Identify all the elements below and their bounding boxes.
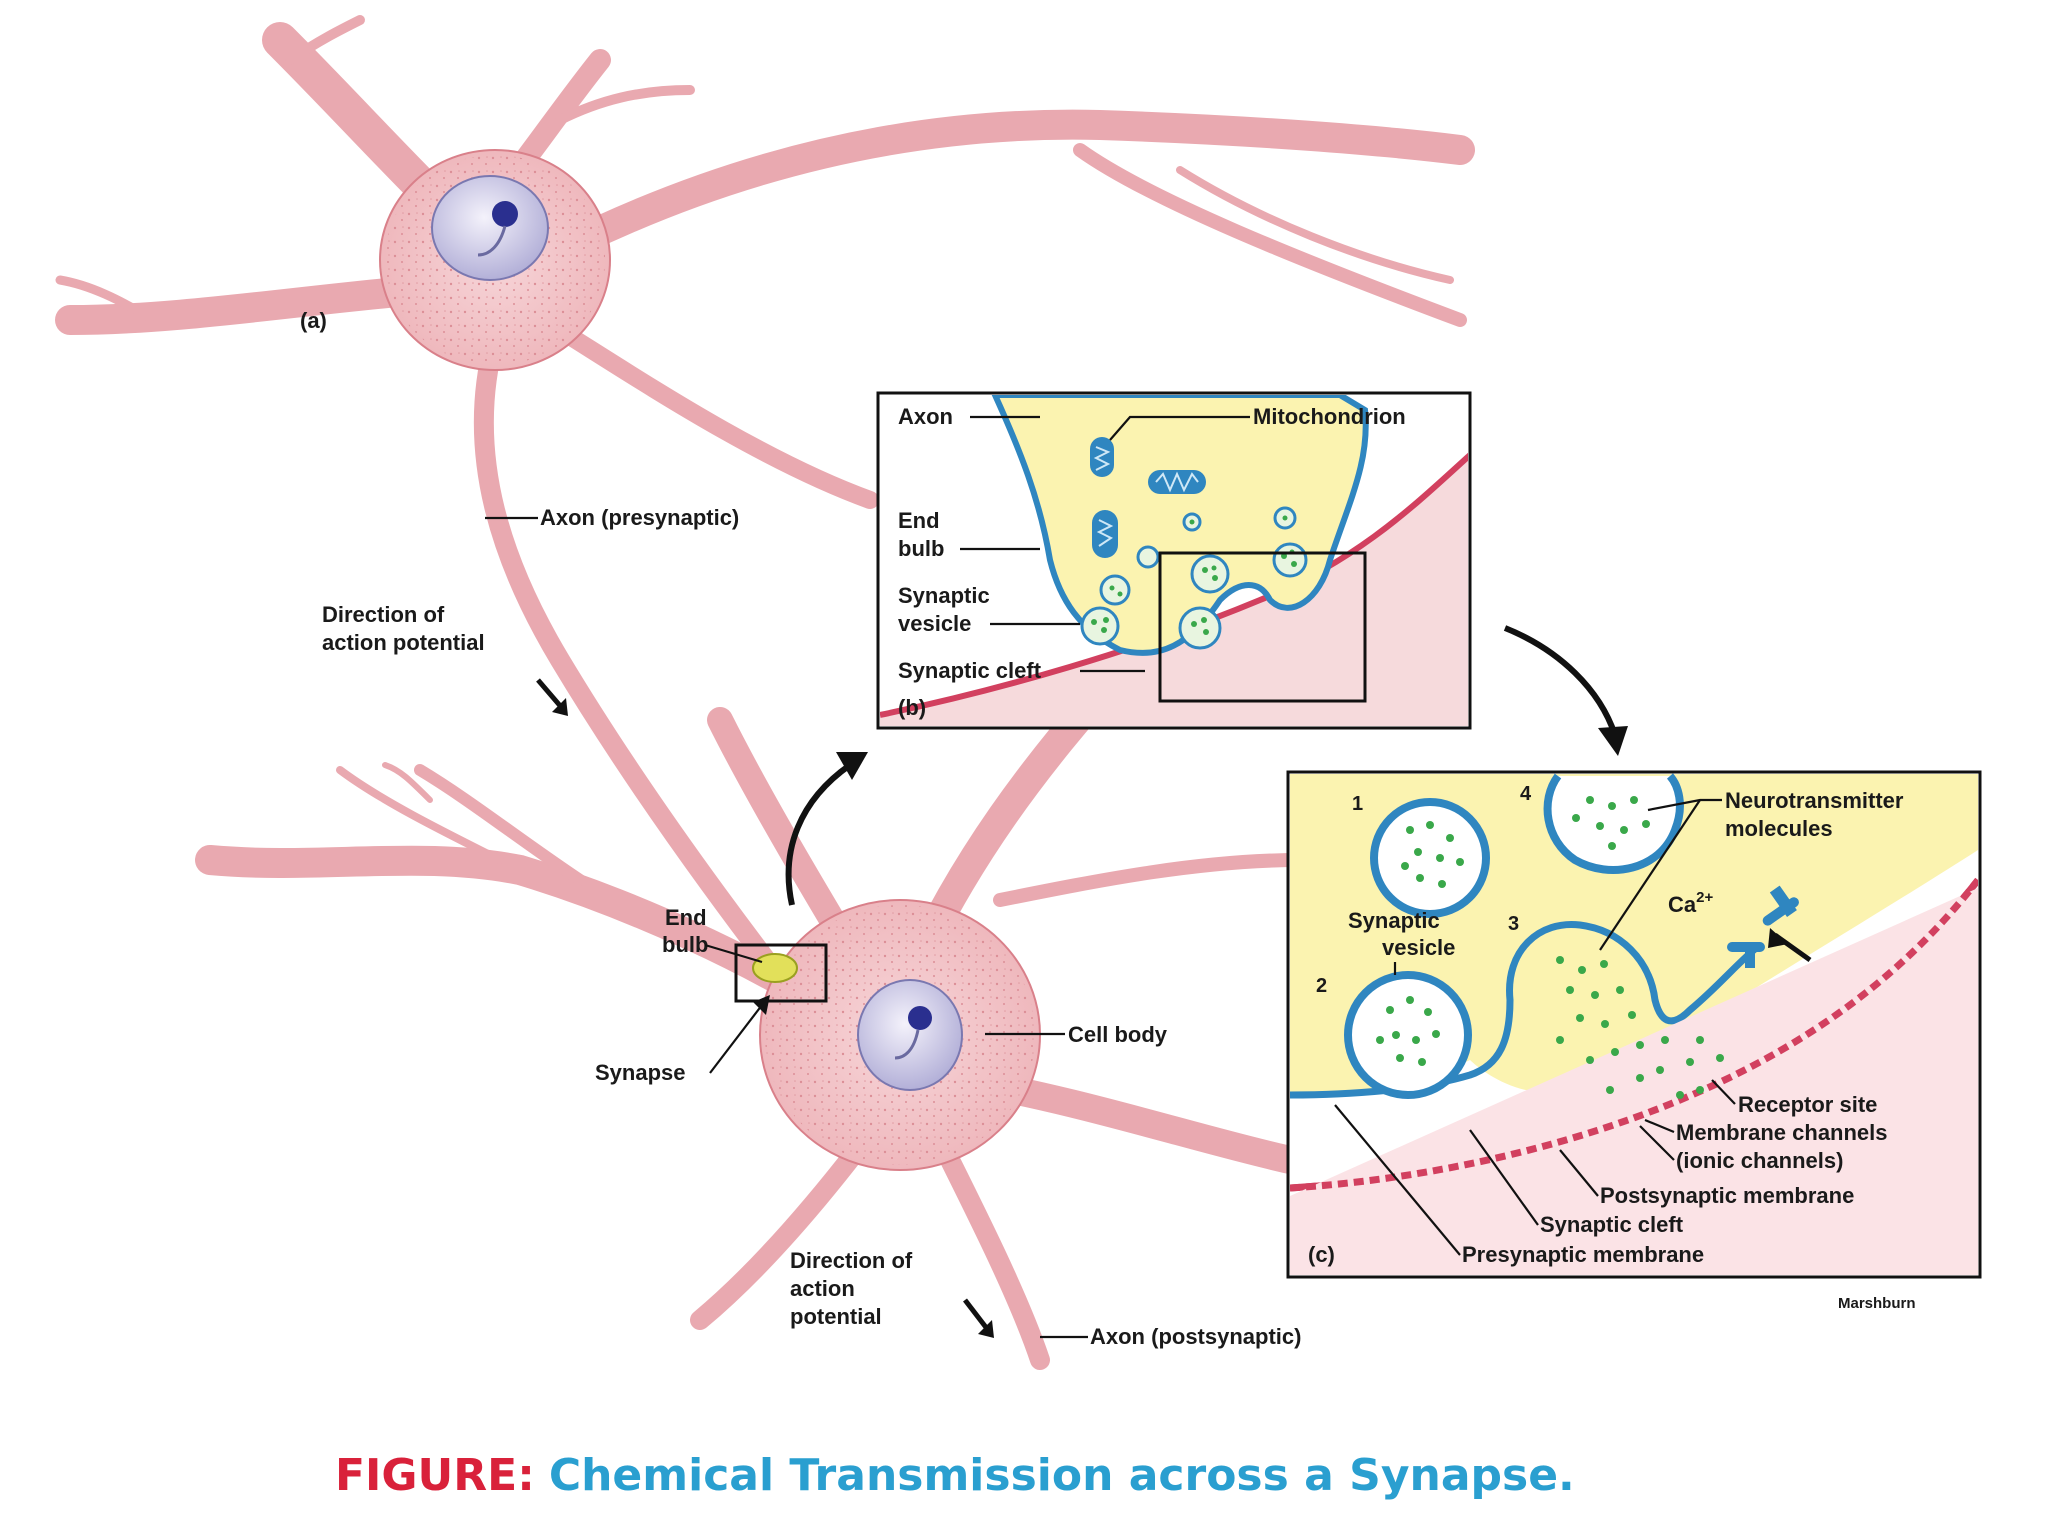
end-bulb-marker [752, 953, 798, 983]
mitochondrion-icon [1148, 470, 1206, 494]
mitochondrion-label: Mitochondrion [1253, 404, 1406, 429]
postsynaptic-membrane-label: Postsynaptic membrane [1600, 1183, 1854, 1208]
synaptic-vesicle-label-1: Synaptic [898, 583, 990, 608]
caption-prefix: FIGURE: [335, 1450, 535, 1501]
direction-top-label-1: Direction of [322, 602, 445, 627]
figure-caption: FIGURE: Chemical Transmission across a Sy… [335, 1450, 1575, 1501]
calcium-channel-icon [1727, 885, 1799, 968]
neurotransmitter-dots [1376, 796, 1724, 1099]
direction-bottom-label-3: potential [790, 1304, 882, 1329]
mitochondrion-icon [1090, 437, 1114, 477]
step-1-number: 1 [1352, 793, 1363, 815]
nucleus-icon [431, 175, 549, 281]
end-bulb-label-1: End [665, 905, 707, 930]
presynaptic-membrane-label: Presynaptic membrane [1462, 1242, 1704, 1267]
calcium-symbol: Ca [1668, 892, 1697, 917]
artist-credit: Marshburn [1838, 1295, 1916, 1312]
panel-c: 1 4 3 2 Neurotransmitter molecules Ca2+ … [1286, 770, 1982, 1279]
neurotransmitter-label-1: Neurotransmitter [1725, 788, 1904, 813]
direction-bottom-label-2: action [790, 1276, 855, 1301]
mitochondrion-icon [1092, 510, 1118, 558]
ionic-channels-label: (ionic channels) [1676, 1148, 1843, 1173]
zoom-region-box [1158, 551, 1367, 703]
caption-text: Chemical Transmission across a Synapse. [549, 1450, 1575, 1501]
panel-a-tag: (a) [300, 308, 327, 333]
step-3-number: 3 [1508, 913, 1519, 935]
vesicle-2-icon [1344, 971, 1472, 1099]
synaptic-vesicle-label-2: vesicle [1382, 935, 1455, 960]
arrow-down-icon [963, 1298, 990, 1332]
direction-bottom-label-1: Direction of [790, 1248, 913, 1273]
synaptic-cleft-label: Synaptic cleft [898, 658, 1042, 683]
neurotransmitter-label-2: molecules [1725, 816, 1833, 841]
receptor-site-label: Receptor site [1738, 1092, 1877, 1117]
synaptic-vesicle-label-2: vesicle [898, 611, 971, 636]
presynaptic-neuron [55, 15, 1475, 975]
synaptic-cleft-label: Synaptic cleft [1540, 1212, 1684, 1237]
vesicle-1-icon [1370, 798, 1490, 918]
end-bulb-label-2: bulb [662, 932, 708, 957]
panel-b-tag: (b) [898, 695, 926, 720]
end-bulb-label-2: bulb [898, 536, 944, 561]
membrane-channels-label: Membrane channels [1676, 1120, 1888, 1145]
zoom-arrow-icon [1503, 625, 1618, 736]
synaptic-vesicle-label-1: Synaptic [1348, 908, 1440, 933]
nucleus-icon [857, 979, 963, 1091]
cell-body-label: Cell body [1068, 1022, 1168, 1047]
zoom-arrow-icon [785, 762, 852, 906]
direction-top-label-2: action potential [322, 630, 485, 655]
synapse-label: Synapse [595, 1060, 686, 1085]
step-2-number: 2 [1316, 975, 1327, 997]
arrow-down-icon [536, 678, 564, 710]
panel-c-tag: (c) [1308, 1242, 1335, 1267]
calcium-charge: 2+ [1696, 889, 1713, 906]
axon-presynaptic-label: Axon (presynaptic) [540, 505, 739, 530]
end-bulb-label-1: End [898, 508, 940, 533]
axon-label: Axon [898, 404, 953, 429]
panel-b: Axon Mitochondrion End bulb Synaptic ves… [876, 391, 1472, 730]
calcium-label: Ca2+ [1668, 889, 1713, 917]
end-bulb-box [734, 943, 828, 1003]
vesicle-4-icon [1543, 773, 1684, 874]
axon-postsynaptic-label: Axon (postsynaptic) [1090, 1324, 1301, 1349]
step-4-number: 4 [1520, 783, 1532, 805]
